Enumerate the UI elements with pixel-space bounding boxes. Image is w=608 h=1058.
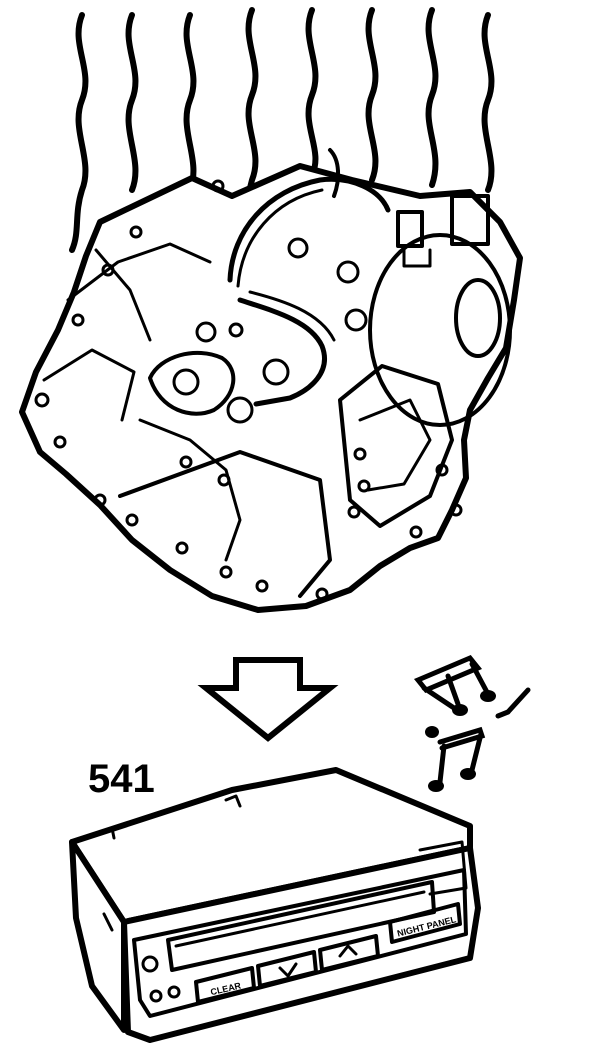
down-button-outline <box>256 950 318 988</box>
down-arrow-icon <box>197 657 339 742</box>
display-unit-icon <box>69 767 481 1043</box>
up-button-outline <box>318 934 380 972</box>
transmission-icon <box>19 148 523 613</box>
clear-button-outline <box>194 966 256 1004</box>
music-notes-icon <box>413 654 531 792</box>
reference-number: 541 <box>88 757 155 801</box>
night-panel-button-outline <box>388 902 462 944</box>
heat-waves-icon <box>69 7 495 253</box>
